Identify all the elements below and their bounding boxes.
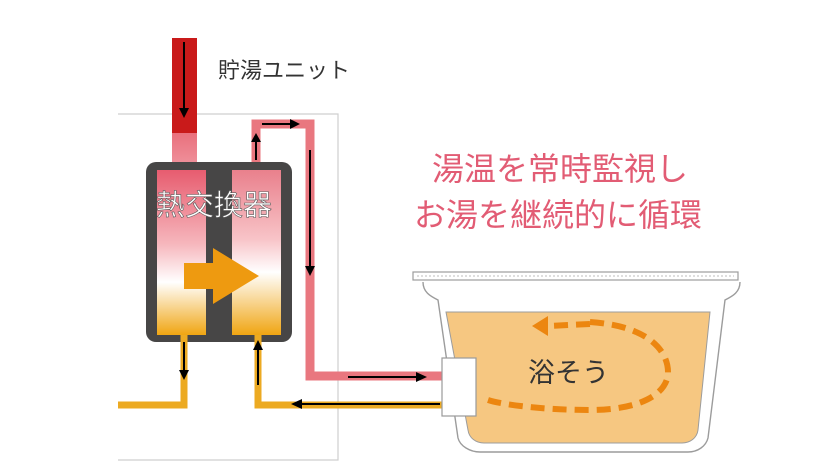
bathtub-label: 浴そう: [528, 358, 609, 389]
supply-arrow-down-head: [305, 266, 315, 276]
tank-unit-label: 貯湯ユニット: [218, 59, 350, 84]
return-arrow-up-head: [253, 340, 263, 350]
heat-transfer-arrow: [184, 248, 259, 304]
return-arrow-left-head: [291, 399, 302, 409]
caption-line-2: お湯を継続的に循環: [414, 196, 702, 234]
return-pipe-from-bath: [254, 335, 442, 409]
circulation-loop-top: [547, 321, 591, 329]
exchanger-bath-chamber: [232, 170, 281, 335]
unit-boundary-line: [118, 113, 339, 461]
caption-line-1: 湯温を常時監視し: [432, 150, 688, 188]
tank-return-arrow-head: [179, 370, 189, 380]
inlet-arrow-head: [179, 108, 189, 118]
tank-return-pipe: [118, 335, 188, 409]
supply-arrow-up-head: [251, 133, 261, 142]
supply-arrow-right-head: [290, 119, 300, 129]
circulation-arrow-head: [532, 316, 548, 336]
supply-arrow-to-bath-head: [416, 372, 427, 382]
heat-exchanger-label: 熱交換器: [156, 188, 272, 222]
bath-adapter-fitting: [441, 357, 477, 417]
inlet-pipe-transition: [172, 133, 197, 163]
bathtub-rim: [412, 271, 739, 281]
circulation-loop: [487, 319, 672, 414]
bath-water: [445, 311, 711, 444]
exchanger-hot-chamber: [157, 170, 206, 335]
